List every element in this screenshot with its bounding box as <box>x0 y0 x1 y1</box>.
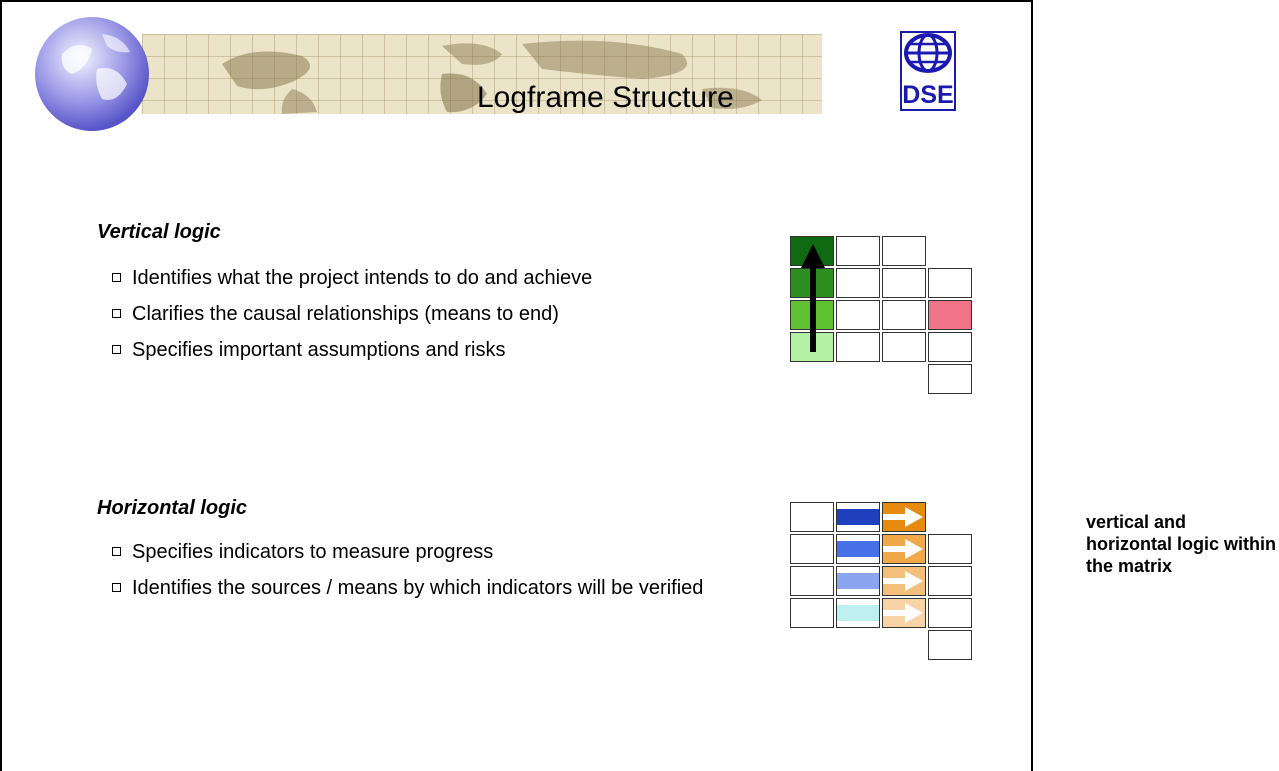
list-item: Specifies important assumptions and risk… <box>112 338 752 362</box>
matrix-cell <box>882 268 926 298</box>
matrix-cell <box>928 364 972 394</box>
matrix-cell <box>836 502 880 532</box>
dse-logo: DSE <box>900 31 956 111</box>
world-map-graphic <box>222 40 762 114</box>
matrix-cell <box>790 566 834 596</box>
matrix-cell <box>928 566 972 596</box>
matrix-cell <box>928 630 972 660</box>
up-arrow-icon <box>801 244 825 352</box>
checkbox-bullet-icon <box>112 273 121 282</box>
matrix-cell <box>836 534 880 564</box>
matrix-cell <box>882 300 926 330</box>
list-item: Clarifies the causal relationships (mean… <box>112 302 752 326</box>
matrix-cell <box>790 502 834 532</box>
checkbox-bullet-icon <box>112 309 121 318</box>
matrix-cell <box>928 332 972 362</box>
matrix-cell <box>790 534 834 564</box>
matrix-cell <box>836 566 880 596</box>
horizontal-logic-list: Specifies indicators to measure progress… <box>112 540 732 612</box>
logo-text: DSE <box>902 81 953 109</box>
slide: Logframe Structure DSE Ver <box>0 0 1033 771</box>
matrix-cell <box>836 300 880 330</box>
vertical-logic-matrix <box>790 236 974 394</box>
matrix-cell <box>928 268 972 298</box>
right-arrow-icon <box>883 571 923 591</box>
matrix-cell <box>836 268 880 298</box>
matrix-cell <box>836 598 880 628</box>
vertical-logic-heading: Vertical logic <box>97 221 221 243</box>
checkbox-bullet-icon <box>112 583 121 592</box>
side-note: vertical and horizontal logic within the… <box>1086 512 1276 576</box>
matrix-cell <box>836 332 880 362</box>
matrix-cell <box>882 534 926 564</box>
list-item: Identifies what the project intends to d… <box>112 266 752 290</box>
matrix-cell <box>928 300 972 330</box>
globe-icon <box>35 17 149 131</box>
list-item: Specifies indicators to measure progress <box>112 540 732 564</box>
matrix-cell <box>836 236 880 266</box>
right-arrow-icon <box>883 507 923 527</box>
vertical-logic-list: Identifies what the project intends to d… <box>112 266 752 374</box>
world-map-banner: Logframe Structure <box>142 34 822 114</box>
matrix-cell <box>882 332 926 362</box>
matrix-cell <box>882 598 926 628</box>
page-title: Logframe Structure <box>477 81 734 114</box>
matrix-cell <box>928 534 972 564</box>
horizontal-logic-matrix <box>790 502 972 660</box>
matrix-cell <box>882 236 926 266</box>
list-item: Identifies the sources / means by which … <box>112 576 732 600</box>
matrix-cell <box>928 598 972 628</box>
slide-header: Logframe Structure DSE <box>32 14 956 134</box>
right-arrow-icon <box>883 539 923 559</box>
matrix-cell <box>882 566 926 596</box>
checkbox-bullet-icon <box>112 345 121 354</box>
horizontal-logic-heading: Horizontal logic <box>97 497 247 519</box>
checkbox-bullet-icon <box>112 547 121 556</box>
matrix-cell <box>790 598 834 628</box>
matrix-cell <box>882 502 926 532</box>
right-arrow-icon <box>883 603 923 623</box>
